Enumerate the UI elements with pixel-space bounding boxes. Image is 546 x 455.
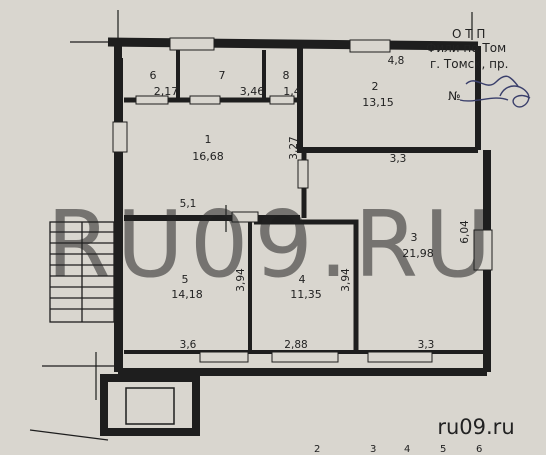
room-7-number: 7 <box>219 69 226 82</box>
room-3-area: 21,98 <box>402 247 434 260</box>
scale-numbers: 2 3 4 5 6 <box>314 444 482 455</box>
room-8-area: 1,4 <box>283 85 301 98</box>
dim-top-right: 4,8 <box>388 55 405 67</box>
stamp-line1: О Т П <box>452 27 485 41</box>
room-labels: 1 16,68 2 13,15 3 21,98 4 11,35 5 14,18 … <box>150 69 434 301</box>
dim-room5-right: 3,94 <box>235 268 247 292</box>
dim-room3-top: 3,3 <box>390 153 407 165</box>
scale-number-3: 3 <box>370 444 376 455</box>
room-6-number: 6 <box>150 69 157 82</box>
stamp-number-label: № <box>448 89 460 103</box>
room-4-number: 4 <box>299 273 306 286</box>
scale-number-4: 4 <box>404 444 410 455</box>
dim-bottom-left: 3,6 <box>180 339 197 351</box>
room-5-number: 5 <box>182 273 189 286</box>
watermark-text: RU09.RU <box>47 191 498 298</box>
dim-room1-right: 3,27 <box>288 136 300 159</box>
dim-bottom-mid: 2,88 <box>284 339 307 351</box>
entrance-block <box>100 374 200 436</box>
room-8-number: 8 <box>283 69 290 82</box>
ink-signature <box>459 75 531 108</box>
scale-number-2: 2 <box>314 444 320 455</box>
stamp: О Т П Фили по Том г. Томск, пр. № <box>426 27 508 103</box>
windows <box>169 37 493 363</box>
scale-number-6: 6 <box>476 444 482 455</box>
axis-ticks <box>29 10 473 441</box>
staircase <box>49 221 115 323</box>
room-5-area: 14,18 <box>171 288 203 301</box>
room-6-area: 2,17 <box>154 85 179 98</box>
room-2-area: 13,15 <box>362 96 394 109</box>
site-watermark[interactable]: ru09.ru <box>437 415 514 439</box>
dim-room3-right: 6,04 <box>459 220 471 244</box>
room-4-area: 11,35 <box>290 288 322 301</box>
stamp-line2: Фили по Том <box>426 41 506 55</box>
scale-number-5: 5 <box>440 444 446 455</box>
stamp-line3: г. Томск, пр. <box>430 57 508 71</box>
room-3-number: 3 <box>411 231 418 244</box>
room-1-number: 1 <box>205 133 212 146</box>
dim-room5-top: 5,1 <box>180 198 197 210</box>
room-1-area: 16,68 <box>192 150 224 163</box>
dimension-labels: 4,8 3,27 3,3 6,04 5,1 3,94 3,94 3,6 2,88… <box>180 55 471 351</box>
dim-bottom-right: 3,3 <box>418 339 435 351</box>
room-2-number: 2 <box>372 80 379 93</box>
doors <box>112 95 309 223</box>
room-7-area: 3,46 <box>240 85 265 98</box>
dim-room4-right: 3,94 <box>340 268 352 292</box>
